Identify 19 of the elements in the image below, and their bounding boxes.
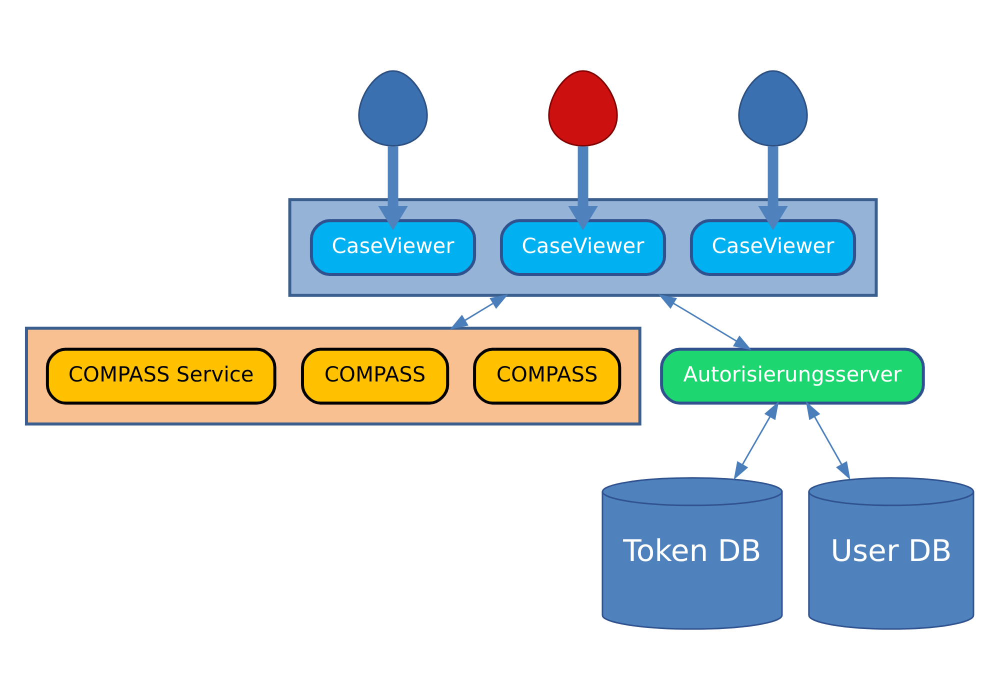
cluster (24, 326, 642, 426)
arrow (658, 294, 752, 350)
node-box: CaseViewer (690, 219, 856, 276)
node-person (358, 70, 428, 147)
node-box: CaseViewer (310, 219, 476, 276)
arrow (758, 146, 788, 230)
node-person (738, 70, 808, 147)
arrow (450, 294, 508, 330)
node-box: CaseViewer (500, 219, 666, 276)
arrow (568, 146, 598, 230)
node-box: COMPASS (301, 348, 450, 405)
node-box: COMPASS (473, 348, 622, 405)
node-box: COMPASS Service (46, 348, 276, 405)
arrow (806, 401, 850, 480)
cluster (288, 198, 878, 297)
node-person (548, 70, 618, 147)
arrow (378, 146, 408, 230)
node-box: Autorisierungsserver (660, 348, 925, 405)
arrow (734, 401, 779, 480)
